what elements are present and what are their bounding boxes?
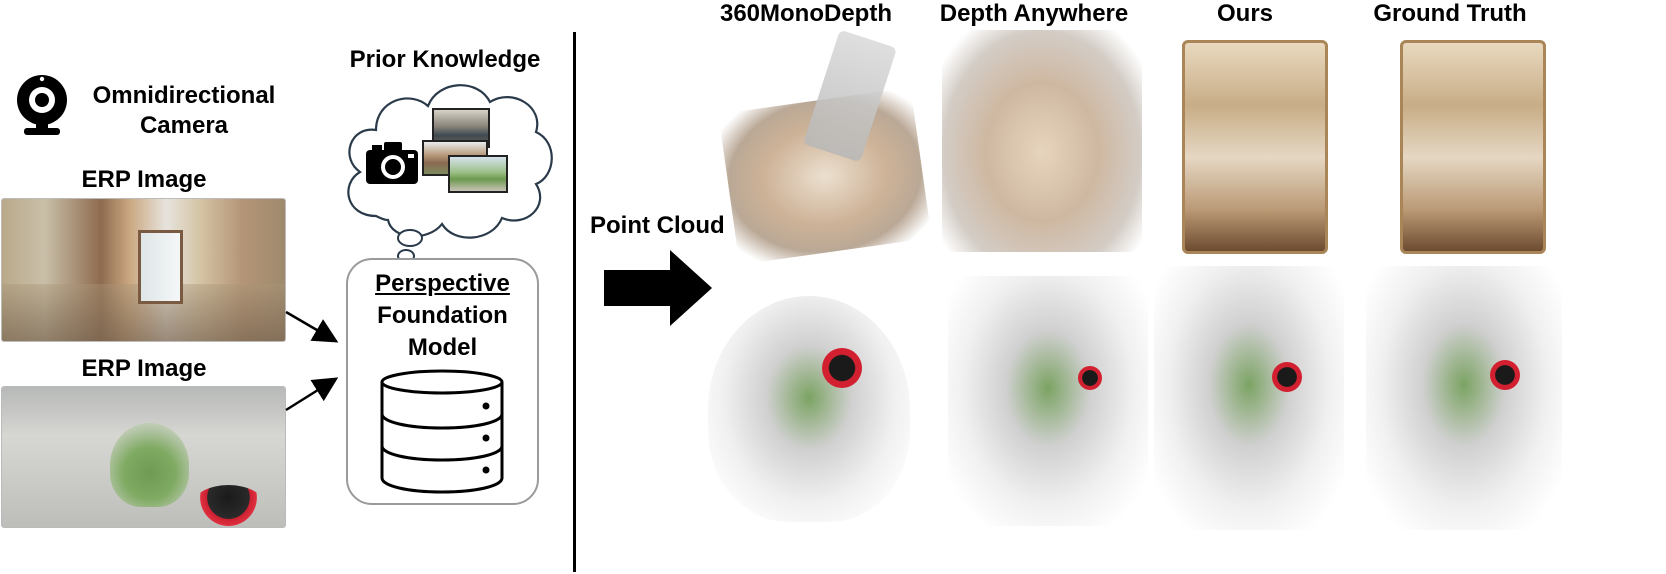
person-marker-depth-anywhere [1078,366,1102,390]
pointcloud-bottom-depth-anywhere [948,276,1148,526]
model-label-foundation: Foundation [377,302,508,329]
pointcloud-top-depth-anywhere [942,30,1142,252]
erp-label-bottom: ERP Image [81,355,207,382]
camera-label-line1: Omnidirectional [92,82,276,109]
point-cloud-label: Point Cloud [590,212,725,239]
prior-knowledge-label: Prior Knowledge [349,46,541,73]
big-arrow-icon [604,250,712,326]
pointcloud-top-ground-truth [1400,40,1546,254]
model-label-perspective: Perspective [375,270,510,297]
prior-photo-street [448,155,508,193]
webcam-icon [17,75,67,135]
person-marker-ours [1272,362,1302,392]
foundation-model-box [346,258,539,505]
column-header-ours: Ours [1216,0,1273,27]
camera-label-line2: Camera [139,112,229,139]
erp-image-courtyard [2,387,285,527]
person-marker-ground-truth [1490,360,1520,390]
database-icon [380,369,504,494]
model-label-model: Model [407,334,478,361]
column-header-360monodepth: 360MonoDepth [719,0,892,27]
pointcloud-top-ours [1182,40,1328,254]
camera-label: Omnidirectional Camera [84,82,284,140]
pointcloud-bottom-ours [1154,266,1344,530]
pointcloud-bottom-ground-truth [1366,266,1562,530]
section-divider [573,32,576,572]
erp-image-bathroom [2,199,285,341]
arrow-icon [285,310,339,412]
column-header-depth-anywhere: Depth Anywhere [939,0,1129,27]
column-header-ground-truth: Ground Truth [1373,0,1527,27]
camera-icon [366,142,418,184]
person-marker-360monodepth [822,348,862,388]
pointcloud-bottom-360monodepth [708,296,910,522]
erp-label-top: ERP Image [81,166,207,193]
